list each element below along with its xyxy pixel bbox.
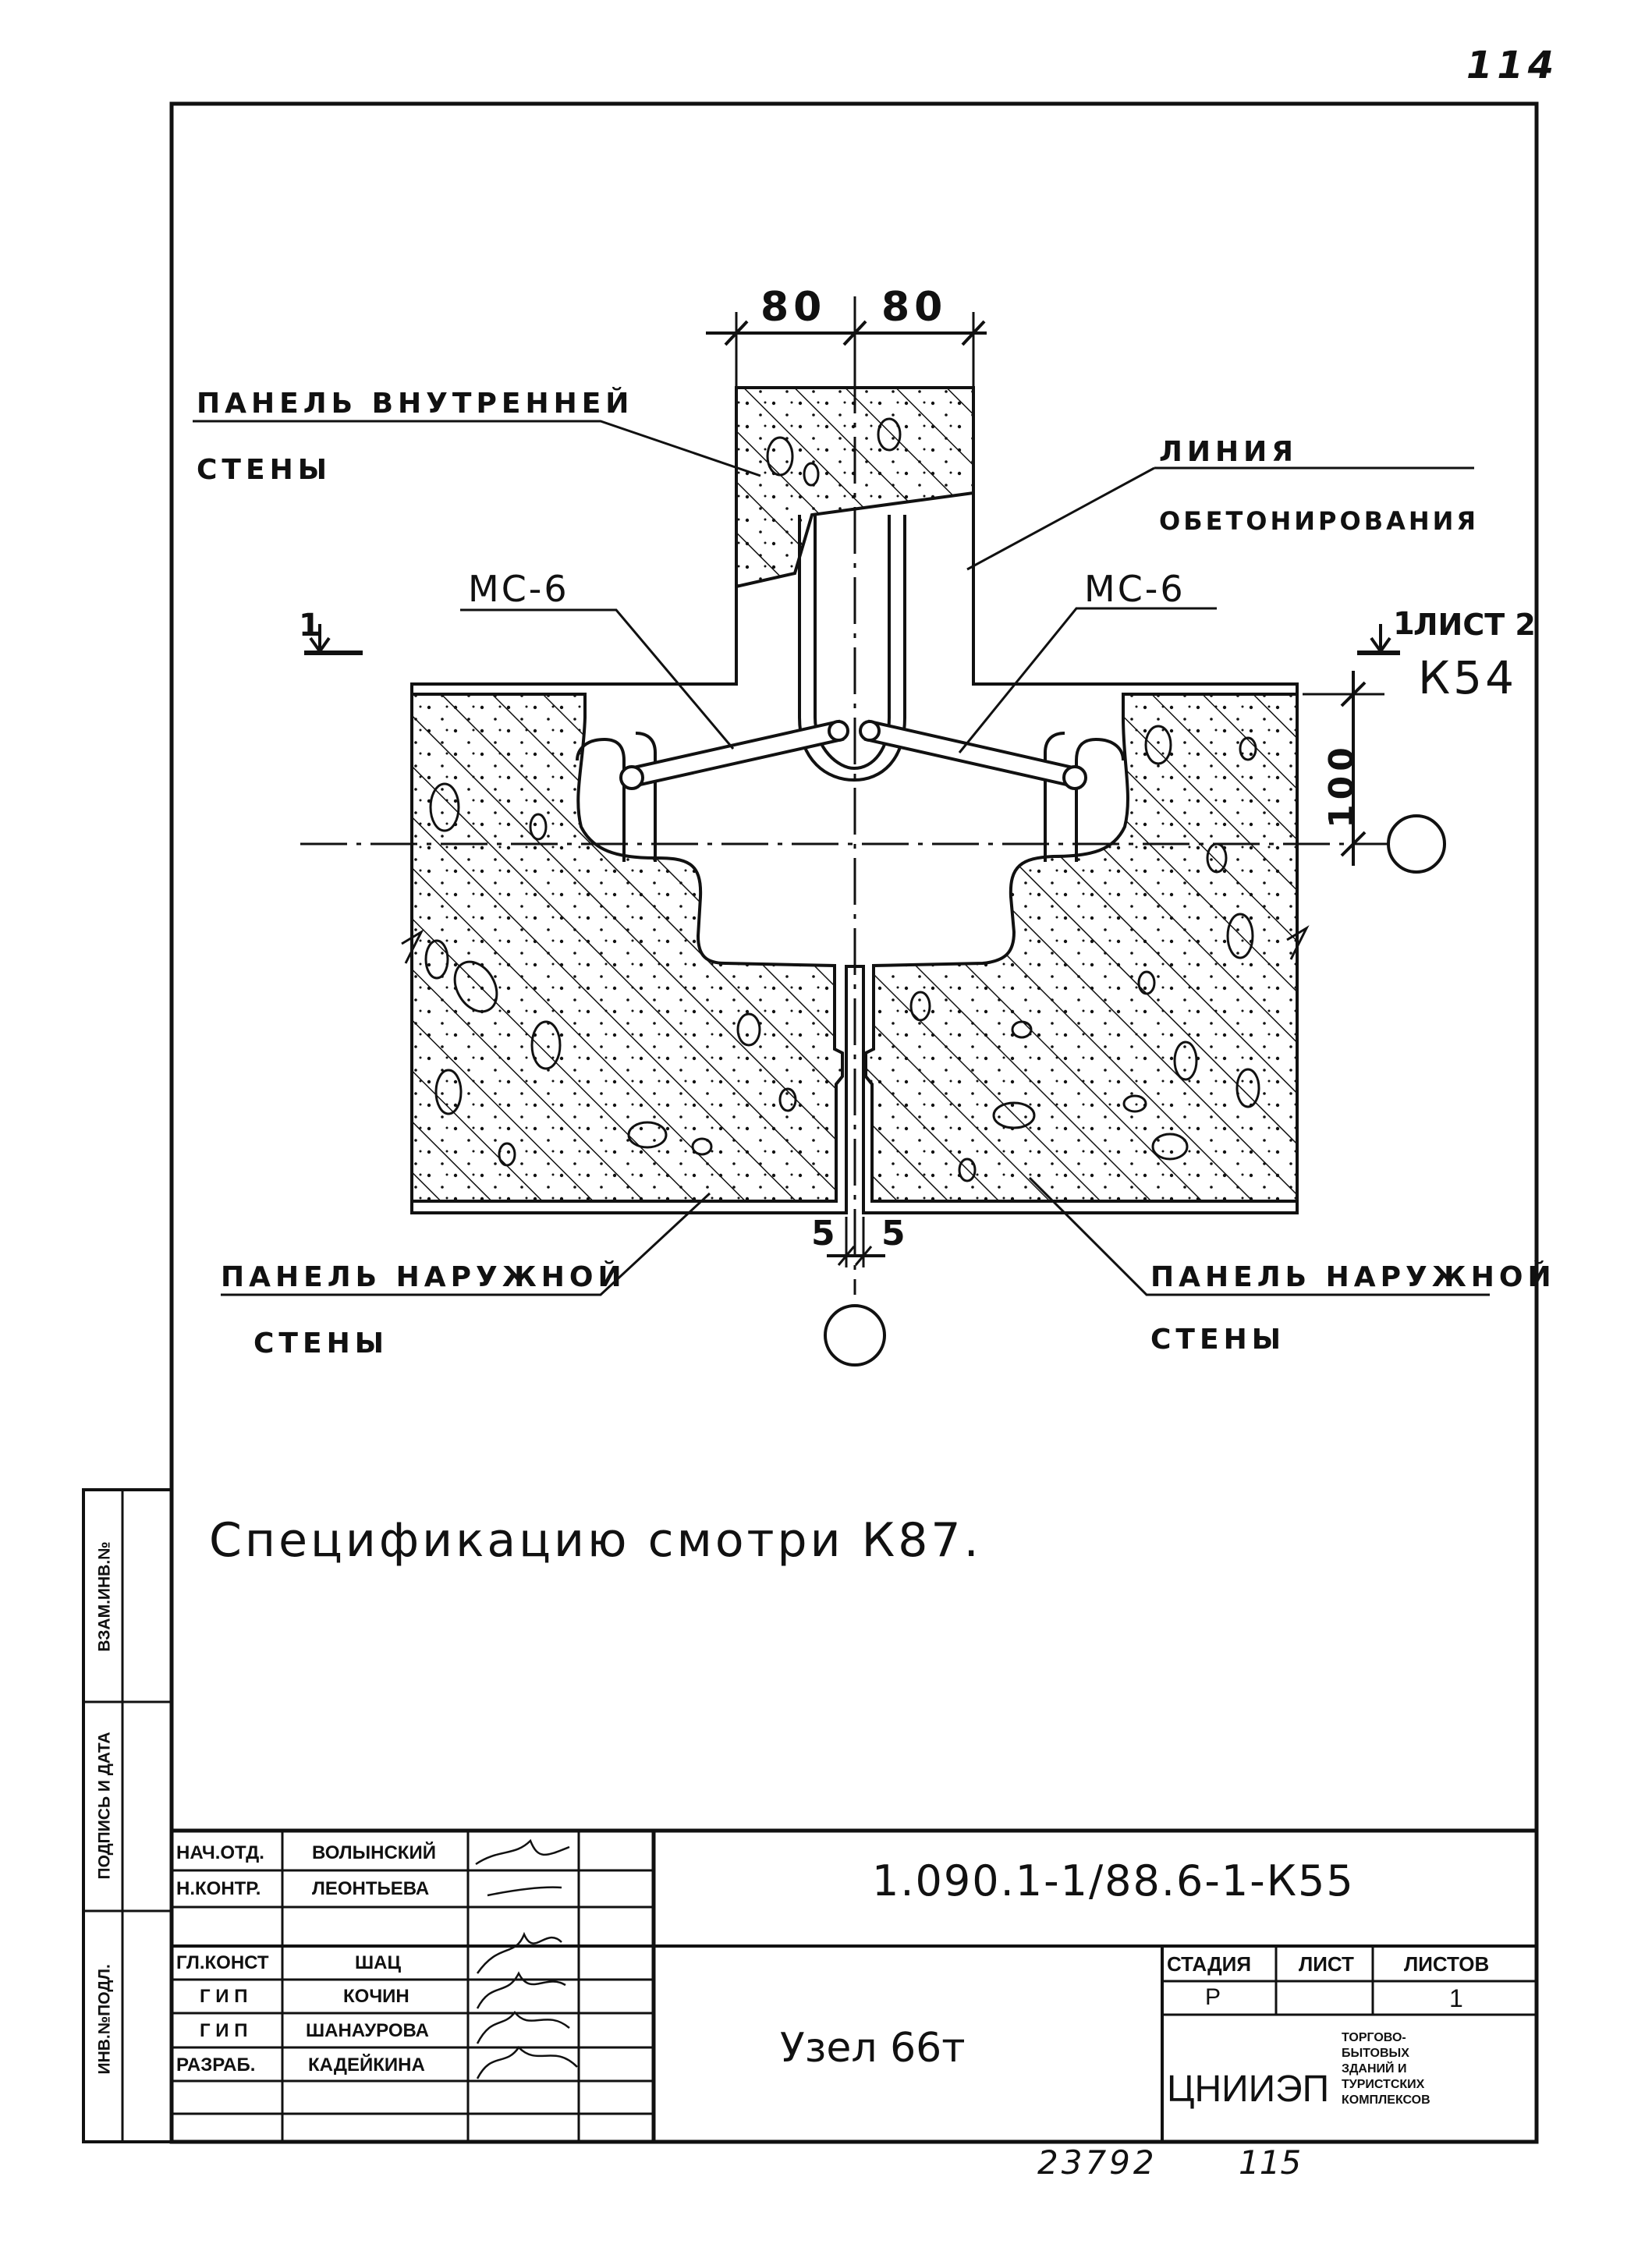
callout-inner-panel-line1: Панель внутренней bbox=[197, 388, 634, 420]
sheets-value: 1 bbox=[1449, 1984, 1463, 2012]
side-stamp-vzam-inv: Взам.инв.№ bbox=[95, 1541, 114, 1652]
callout-outer-panel-left-line1: Панель наружной bbox=[221, 1261, 626, 1293]
axis-marker-right bbox=[1387, 814, 1446, 874]
dimension-right-vertical: 100 bbox=[1321, 743, 1362, 828]
tb-name-0: ВОЛЫНСКИЙ bbox=[312, 1842, 436, 1863]
org-desc-line: ТУРИСТСКИХ bbox=[1342, 2078, 1425, 2091]
stage-value: Р bbox=[1205, 1984, 1221, 2010]
tb-name-3: КОЧИН bbox=[343, 1986, 409, 2007]
dimension-top-right: 80 bbox=[881, 284, 948, 331]
tb-role-5: РАЗРАБ. bbox=[176, 2054, 256, 2076]
callout-anchor-right: МС-6 bbox=[1084, 568, 1186, 610]
callout-concreting-line2: обетонирования bbox=[1159, 506, 1480, 536]
stage-header: СТАДИЯ bbox=[1167, 1952, 1252, 1976]
tb-role-3: Г И П bbox=[200, 1986, 248, 2007]
tb-role-2: ГЛ.КОНСТ bbox=[176, 1952, 269, 1973]
callout-anchor-left: МС-6 bbox=[468, 568, 569, 610]
callout-inner-panel-line2: стены bbox=[197, 454, 331, 486]
tb-name-2: ШАЦ bbox=[355, 1952, 401, 1973]
title-block-grid bbox=[172, 1828, 1537, 2142]
page-number: 114 bbox=[1466, 44, 1559, 87]
axis-marker-bottom bbox=[824, 1304, 886, 1367]
dimension-bottom-right: 5 bbox=[881, 1214, 910, 1253]
footer-number-right: 115 bbox=[1239, 2143, 1302, 2182]
tb-role-4: Г И П bbox=[200, 2020, 248, 2041]
specification-note: Спецификацию смотри К87. bbox=[209, 1513, 982, 1568]
section-drawing-ref: К54 bbox=[1418, 651, 1517, 704]
frame-border bbox=[169, 101, 1539, 2144]
node-drawing bbox=[193, 296, 1490, 1367]
org-desc-line: КОМПЛЕКСОВ bbox=[1342, 2093, 1430, 2107]
signatures bbox=[475, 1838, 578, 2079]
org-desc-line: ТОРГОВО- bbox=[1342, 2031, 1406, 2044]
drawing-title: Узел 66т bbox=[780, 2025, 966, 2072]
dimension-bottom-left: 5 bbox=[811, 1214, 840, 1253]
section-sheet-ref: лист 2 bbox=[1413, 608, 1536, 642]
sheet-header: ЛИСТ bbox=[1299, 1952, 1354, 1976]
callout-outer-panel-left-line2: стены bbox=[253, 1328, 388, 1360]
org-desc-line: ЗДАНИЙ И bbox=[1342, 2062, 1407, 2076]
callout-outer-panel-right-line2: стены bbox=[1150, 1324, 1285, 1356]
footer-number-left: 23792 bbox=[1037, 2143, 1157, 2182]
drawing-code: 1.090.1-1/88.6-1-К55 bbox=[872, 1856, 1355, 1905]
tb-name-4: ШАНАУРОВА bbox=[306, 2020, 429, 2041]
side-stamp-podpis-data: Подпись и дата bbox=[95, 1732, 114, 1880]
callout-outer-panel-right-line1: Панель наружной bbox=[1150, 1261, 1556, 1293]
tb-role-0: НАЧ.ОТД. bbox=[176, 1842, 264, 1863]
side-stamp-strip bbox=[82, 1488, 173, 2143]
tb-name-5: КАДЕЙКИНА bbox=[308, 2054, 425, 2076]
side-stamp-inv-podl: Инв.№подл. bbox=[95, 1964, 114, 2075]
dimension-top-left: 80 bbox=[760, 284, 827, 331]
tb-role-1: Н.КОНТР. bbox=[176, 1878, 261, 1899]
sheets-header: ЛИСТОВ bbox=[1404, 1952, 1490, 1976]
org-desc-line: БЫТОВЫХ bbox=[1342, 2047, 1409, 2060]
organization-name: ЦНИИЭП bbox=[1167, 2069, 1330, 2110]
callout-concreting-line1: Линия bbox=[1159, 436, 1299, 468]
section-mark-right: 1 bbox=[1393, 606, 1415, 642]
organization-description: ТОРГОВО- БЫТОВЫХ ЗДАНИЙ И ТУРИСТСКИХ КОМ… bbox=[1342, 2030, 1430, 2108]
tb-name-1: ЛЕОНТЬЕВА bbox=[312, 1878, 430, 1899]
section-mark-left: 1 bbox=[299, 608, 325, 643]
